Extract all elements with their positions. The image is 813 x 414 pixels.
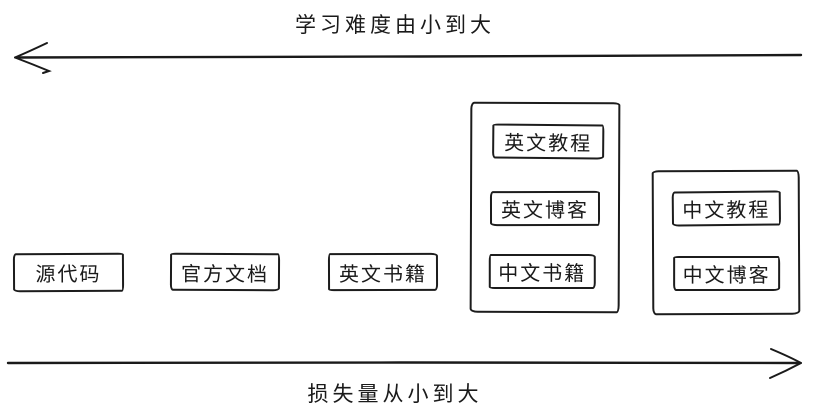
node-label: 英文博客 (500, 199, 590, 223)
bottom-axis-label: 损失量从小到大 (307, 383, 483, 406)
node-label: 英文书籍 (338, 263, 428, 286)
group-chinese-resources[interactable]: 中文教程 中文博客 (651, 169, 801, 316)
node-chinese-books[interactable]: 中文书籍 (488, 253, 596, 289)
top-axis-label: 学习难度由小到大 (295, 14, 495, 37)
node-label: 英文教程 (504, 132, 593, 156)
node-chinese-tutorials[interactable]: 中文教程 (671, 190, 782, 227)
node-english-books[interactable]: 英文书籍 (327, 252, 439, 292)
node-source-code[interactable]: 源代码 (12, 252, 125, 293)
node-english-tutorials[interactable]: 英文教程 (492, 123, 605, 160)
node-label: 源代码 (35, 263, 102, 287)
node-label: 官方文档 (180, 263, 270, 286)
node-english-blogs[interactable]: 英文博客 (489, 190, 601, 227)
node-chinese-blogs[interactable]: 中文博客 (673, 255, 781, 292)
node-official-docs[interactable]: 官方文档 (169, 252, 281, 292)
node-label: 中文教程 (682, 199, 771, 223)
bottom-arrow-right-icon (6, 348, 802, 379)
node-label: 中文博客 (682, 264, 771, 288)
top-arrow-left-icon (14, 42, 803, 74)
group-english-resources[interactable]: 英文教程 英文博客 中文书籍 (469, 101, 621, 314)
node-label: 中文书籍 (498, 262, 587, 285)
